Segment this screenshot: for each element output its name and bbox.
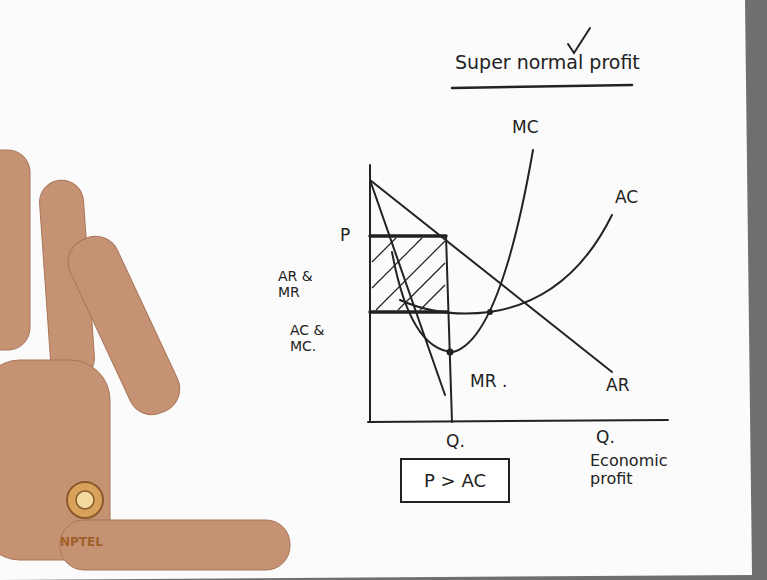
axis-label: Q.: [596, 428, 636, 448]
box-text: P > AC: [424, 470, 486, 491]
axis-label: P: [340, 226, 362, 246]
axis-label: Q.: [446, 432, 486, 452]
hand: [0, 150, 290, 570]
axis-label: AR & MR: [278, 268, 322, 300]
logo-text: NPTEL: [60, 536, 130, 550]
intersection-dots: [447, 309, 494, 356]
axis-label: AC & MC.: [290, 322, 328, 354]
curve-label: MR .: [470, 372, 530, 392]
curve-label: MC: [512, 118, 562, 138]
curve-label: AR: [606, 376, 656, 396]
nptel-logo: [67, 482, 103, 518]
curves: [370, 28, 632, 422]
axes: [368, 165, 668, 422]
hatching: [372, 238, 445, 310]
curve-label: AC: [615, 188, 665, 208]
result-box: P > AC: [400, 458, 510, 503]
title: Super normal profit: [455, 52, 655, 74]
note: Economic profit: [590, 452, 680, 489]
